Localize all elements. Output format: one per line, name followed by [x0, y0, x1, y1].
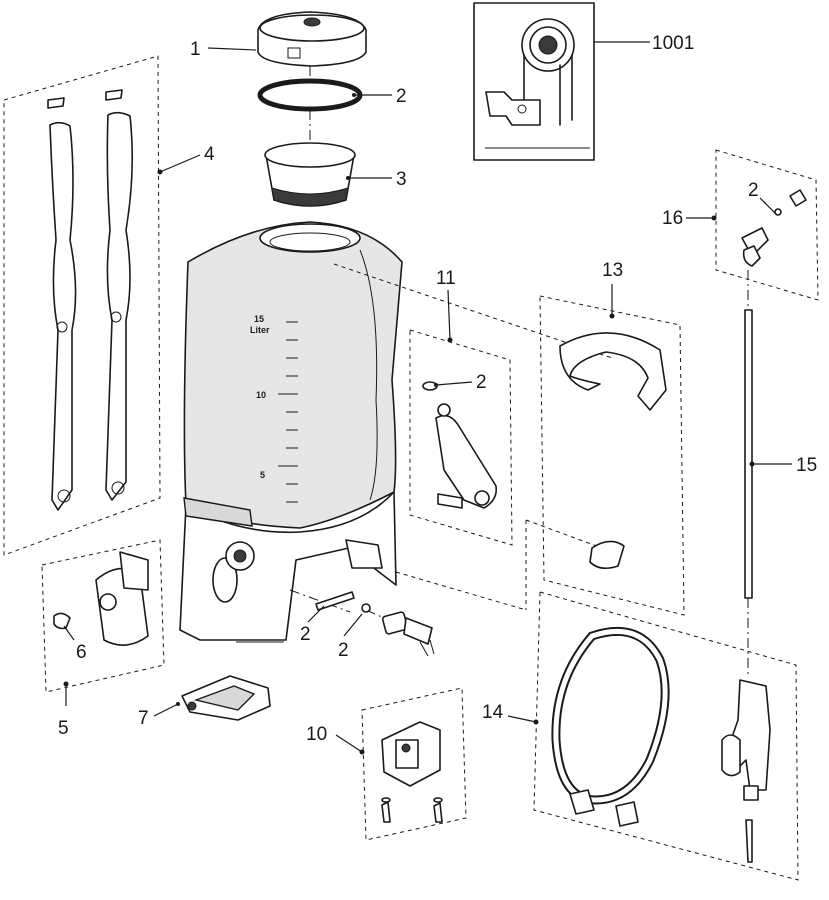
- label-15: 15: [796, 455, 817, 476]
- label-4: 4: [204, 144, 215, 165]
- label-14: 14: [482, 702, 504, 723]
- scale-mark-15: 15: [254, 314, 264, 324]
- label-2-washer: 2: [338, 640, 349, 661]
- label-2-nozzle: 2: [748, 180, 759, 201]
- label-10: 10: [306, 724, 327, 745]
- label-2-ring: 2: [396, 86, 407, 107]
- scale-unit: Liter: [250, 325, 270, 335]
- label-5: 5: [58, 718, 69, 739]
- volume-scale: 15 Liter 10 5: [250, 314, 298, 503]
- bottom-fittings: [315, 591, 435, 657]
- label-11: 11: [436, 268, 456, 289]
- part-7-pump-base: [181, 675, 271, 721]
- label-3: 3: [396, 169, 407, 190]
- callout-labels: 1001 1 2 3 4 5 6 7 10 11 2 13 14 15 16 2…: [58, 33, 817, 745]
- label-1: 1: [190, 39, 201, 60]
- part-1-lid: [257, 11, 367, 67]
- part-15-lance: [744, 309, 753, 599]
- part-3-strainer: [264, 142, 356, 207]
- part-2-ring: [257, 78, 363, 112]
- group-14-hose-gun: [533, 591, 799, 881]
- leader-lines: [63, 41, 792, 755]
- label-1001: 1001: [652, 33, 694, 54]
- label-2-lever: 2: [476, 372, 487, 393]
- label-13: 13: [602, 260, 623, 281]
- group-11-lever: [409, 329, 513, 546]
- inset-detail-1001: [473, 2, 595, 161]
- group-4-straps: [3, 55, 161, 556]
- scale-mark-5: 5: [260, 470, 265, 480]
- scale-mark-10: 10: [256, 390, 266, 400]
- group-5-pump-cover: [41, 539, 165, 693]
- group-13-bracket: [539, 295, 685, 616]
- group-16-nozzle: [715, 149, 819, 301]
- label-6: 6: [76, 642, 87, 663]
- group-10-pump: [361, 687, 467, 841]
- label-2-pin: 2: [300, 624, 311, 645]
- tank: 15 Liter 10 5: [179, 221, 403, 643]
- label-16: 16: [662, 208, 683, 229]
- label-7: 7: [138, 708, 149, 729]
